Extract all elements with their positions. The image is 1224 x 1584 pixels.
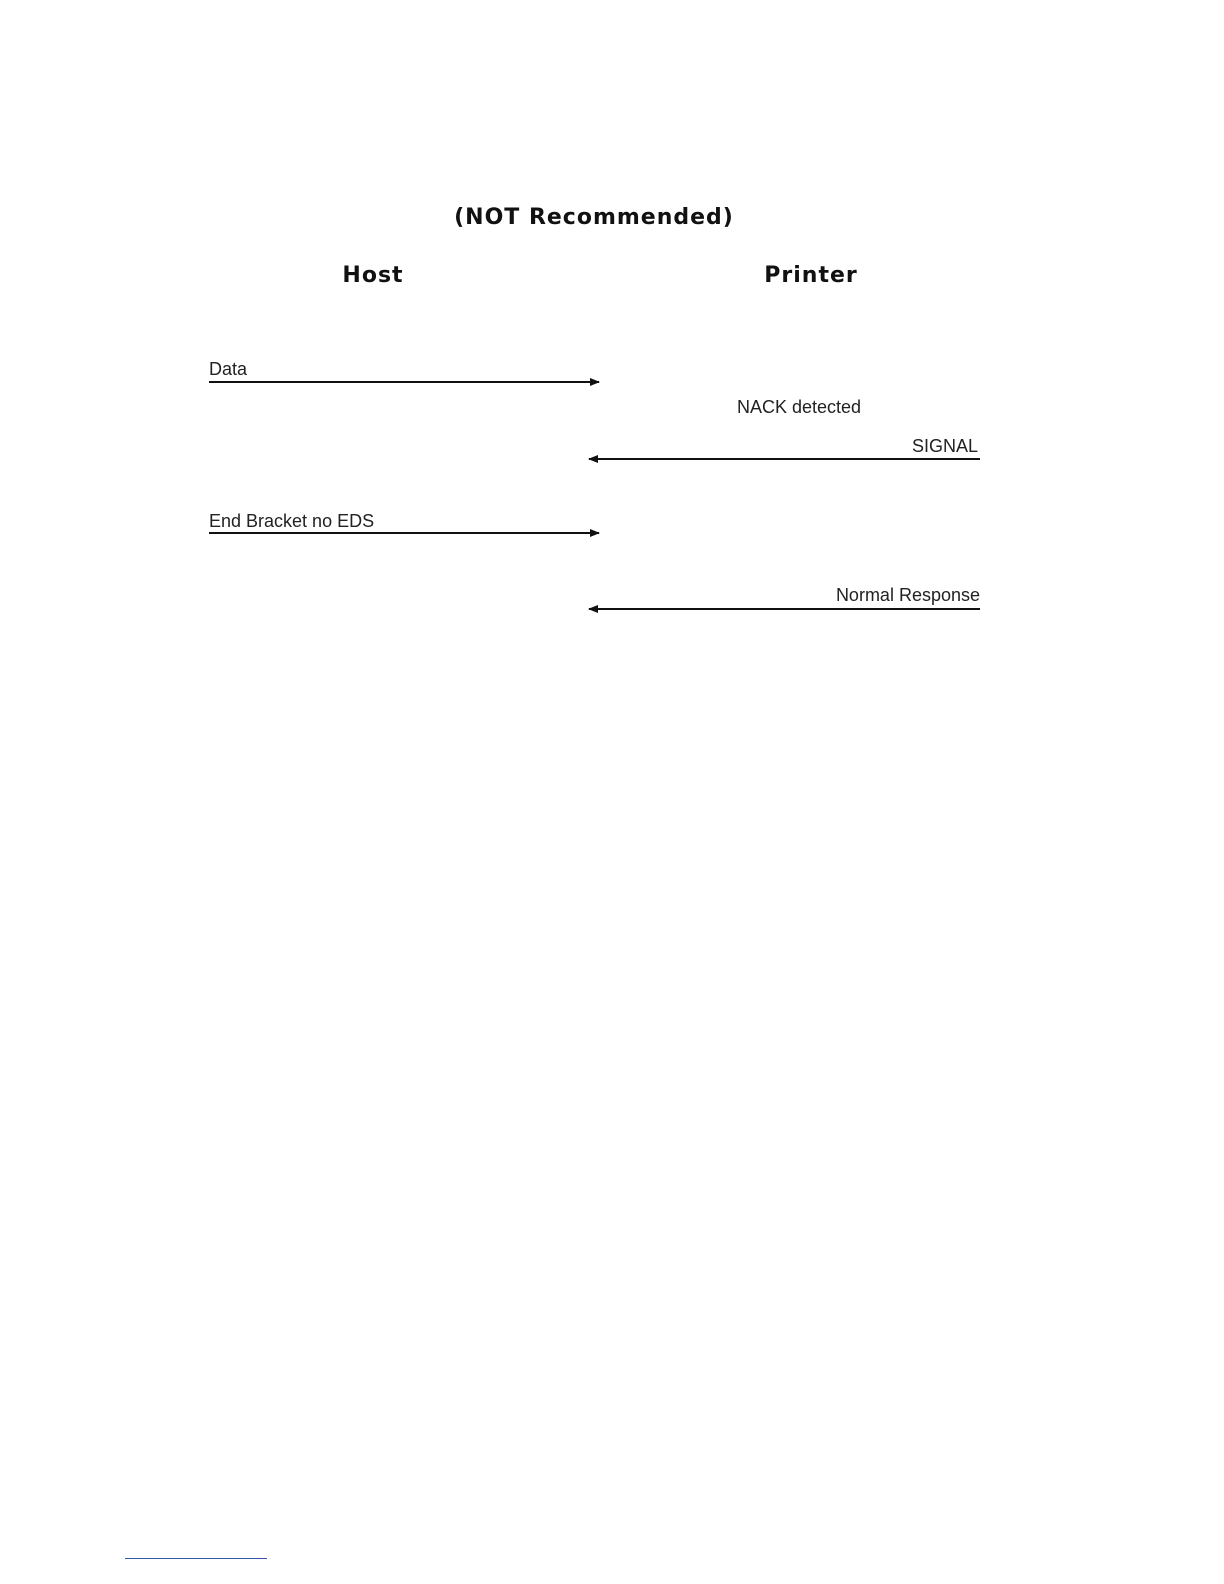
message-label-end-bracket: End Bracket no EDS bbox=[209, 511, 374, 532]
message-label-data: Data bbox=[209, 359, 247, 380]
sequence-diagram bbox=[0, 0, 1224, 700]
footnote-divider bbox=[125, 1558, 267, 1559]
message-label-signal: SIGNAL bbox=[912, 436, 978, 457]
message-label-normal-response: Normal Response bbox=[836, 585, 980, 606]
note-nack-detected: NACK detected bbox=[737, 397, 861, 418]
